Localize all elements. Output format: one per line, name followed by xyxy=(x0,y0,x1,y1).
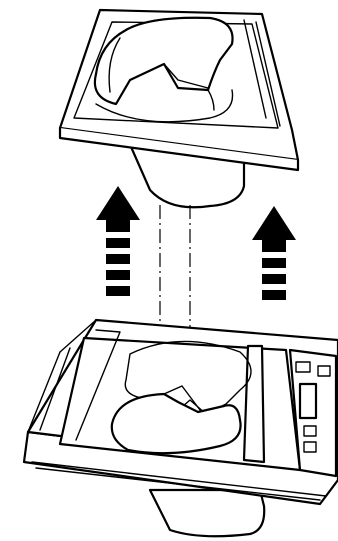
stand xyxy=(150,490,264,536)
top-tray xyxy=(60,10,298,207)
arrow-right xyxy=(252,206,296,300)
arrow-left xyxy=(96,186,140,296)
base-unit xyxy=(24,320,338,536)
